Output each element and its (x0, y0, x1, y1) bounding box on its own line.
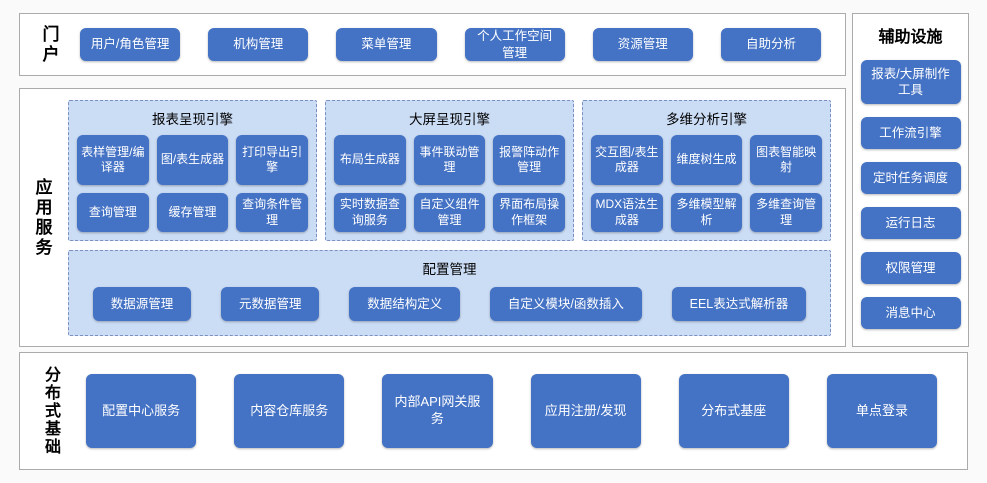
config-block: 元数据管理 (220, 287, 320, 321)
engine-block: 图/表生成器 (156, 135, 229, 186)
portal-section: 门户 用户/角色管理 机构管理 菜单管理 个人工作空间管理 资源管理 自助分析 (19, 13, 846, 76)
auxiliary-block: 工作流引擎 (860, 117, 961, 149)
bigscreen-engine-panel: 大屏呈现引擎 布局生成器 事件联动管理 报警阵动作管理 实时数据查询服务 自定义… (325, 100, 574, 241)
application-services-label: 应用服务 (32, 177, 52, 258)
auxiliary-facilities-section: 辅助设施 报表/大屏制作工具 工作流引擎 定时任务调度 运行日志 权限管理 消息… (852, 13, 969, 347)
distributed-block: 内部API网关服务 (382, 374, 493, 448)
application-services-content: 报表呈现引擎 表样管理/编译器 图/表生成器 打印导出引擎 查询管理 缓存管理 … (64, 89, 845, 346)
engine-block: 多维模型解析 (670, 193, 743, 232)
distributed-foundation-section: 分布式基础 配置中心服务 内容仓库服务 内部API网关服务 应用注册/发现 分布… (19, 352, 968, 470)
engine-block: 维度树生成 (670, 135, 743, 186)
engine-block: 查询条件管理 (236, 193, 308, 232)
distributed-block: 分布式基座 (678, 374, 789, 448)
config-block: EEL表达式解析器 (671, 287, 807, 321)
olap-engine-panel: 多维分析引擎 交互图/表生成器 维度树生成 图表智能映射 MDX语法生成器 多维… (582, 100, 831, 241)
distributed-block: 单点登录 (826, 374, 938, 448)
report-engine-grid: 表样管理/编译器 图/表生成器 打印导出引擎 查询管理 缓存管理 查询条件管理 (77, 135, 308, 232)
bigscreen-engine-grid: 布局生成器 事件联动管理 报警阵动作管理 实时数据查询服务 自定义组件管理 界面… (334, 135, 565, 232)
config-block: 自定义模块/函数插入 (489, 287, 642, 321)
engine-block: 报警阵动作管理 (493, 135, 565, 186)
config-management-panel: 配置管理 数据源管理 元数据管理 数据结构定义 自定义模块/函数插入 EEL表达… (68, 250, 831, 336)
bigscreen-engine-title: 大屏呈现引擎 (409, 112, 490, 127)
auxiliary-block: 权限管理 (860, 252, 961, 284)
engine-block: 自定义组件管理 (413, 193, 486, 232)
engine-block: 表样管理/编译器 (77, 135, 149, 186)
auxiliary-block: 定时任务调度 (860, 162, 961, 194)
distributed-blocks: 配置中心服务 内容仓库服务 内部API网关服务 应用注册/发现 分布式基座 单点… (70, 374, 938, 448)
engine-block: 查询管理 (77, 193, 149, 232)
engine-block: 布局生成器 (334, 135, 406, 186)
config-blocks: 数据源管理 元数据管理 数据结构定义 自定义模块/函数插入 EEL表达式解析器 (81, 283, 818, 325)
engine-block: 多维查询管理 (750, 193, 822, 232)
auxiliary-block: 运行日志 (860, 207, 961, 239)
distributed-block: 内容仓库服务 (234, 374, 345, 448)
distributed-block: 应用注册/发现 (530, 374, 641, 448)
portal-block: 个人工作空间管理 (464, 28, 565, 61)
engine-block: 缓存管理 (156, 193, 229, 232)
config-block: 数据源管理 (92, 287, 192, 321)
engine-block: 交互图/表生成器 (591, 135, 663, 186)
portal-block: 用户/角色管理 (80, 28, 181, 61)
report-engine-panel: 报表呈现引擎 表样管理/编译器 图/表生成器 打印导出引擎 查询管理 缓存管理 … (68, 100, 317, 241)
engine-block: 界面布局操作框架 (493, 193, 565, 232)
engine-panels: 报表呈现引擎 表样管理/编译器 图/表生成器 打印导出引擎 查询管理 缓存管理 … (68, 100, 831, 241)
engine-block: 图表智能映射 (750, 135, 822, 186)
auxiliary-block: 消息中心 (860, 297, 961, 329)
auxiliary-block: 报表/大屏制作工具 (860, 60, 961, 104)
olap-engine-grid: 交互图/表生成器 维度树生成 图表智能映射 MDX语法生成器 多维模型解析 多维… (591, 135, 822, 232)
portal-block: 自助分析 (720, 28, 822, 61)
olap-engine-title: 多维分析引擎 (666, 112, 747, 127)
application-services-section: 应用服务 报表呈现引擎 表样管理/编译器 图/表生成器 打印导出引擎 查询管理 … (19, 88, 846, 347)
engine-block: 打印导出引擎 (236, 135, 308, 186)
engine-block: 事件联动管理 (413, 135, 486, 186)
auxiliary-facilities-title: 辅助设施 (878, 29, 943, 46)
portal-section-label: 门户 (39, 24, 59, 65)
portal-block: 菜单管理 (336, 28, 437, 61)
portal-blocks: 用户/角色管理 机构管理 菜单管理 个人工作空间管理 资源管理 自助分析 (68, 28, 822, 61)
engine-block: MDX语法生成器 (591, 193, 663, 232)
distributed-block: 配置中心服务 (86, 374, 197, 448)
config-block: 数据结构定义 (349, 287, 461, 321)
portal-block: 机构管理 (208, 28, 309, 61)
engine-block: 实时数据查询服务 (334, 193, 406, 232)
config-management-title: 配置管理 (422, 262, 477, 277)
portal-block: 资源管理 (592, 28, 693, 61)
distributed-foundation-label: 分布式基础 (42, 366, 59, 456)
report-engine-title: 报表呈现引擎 (152, 112, 233, 127)
